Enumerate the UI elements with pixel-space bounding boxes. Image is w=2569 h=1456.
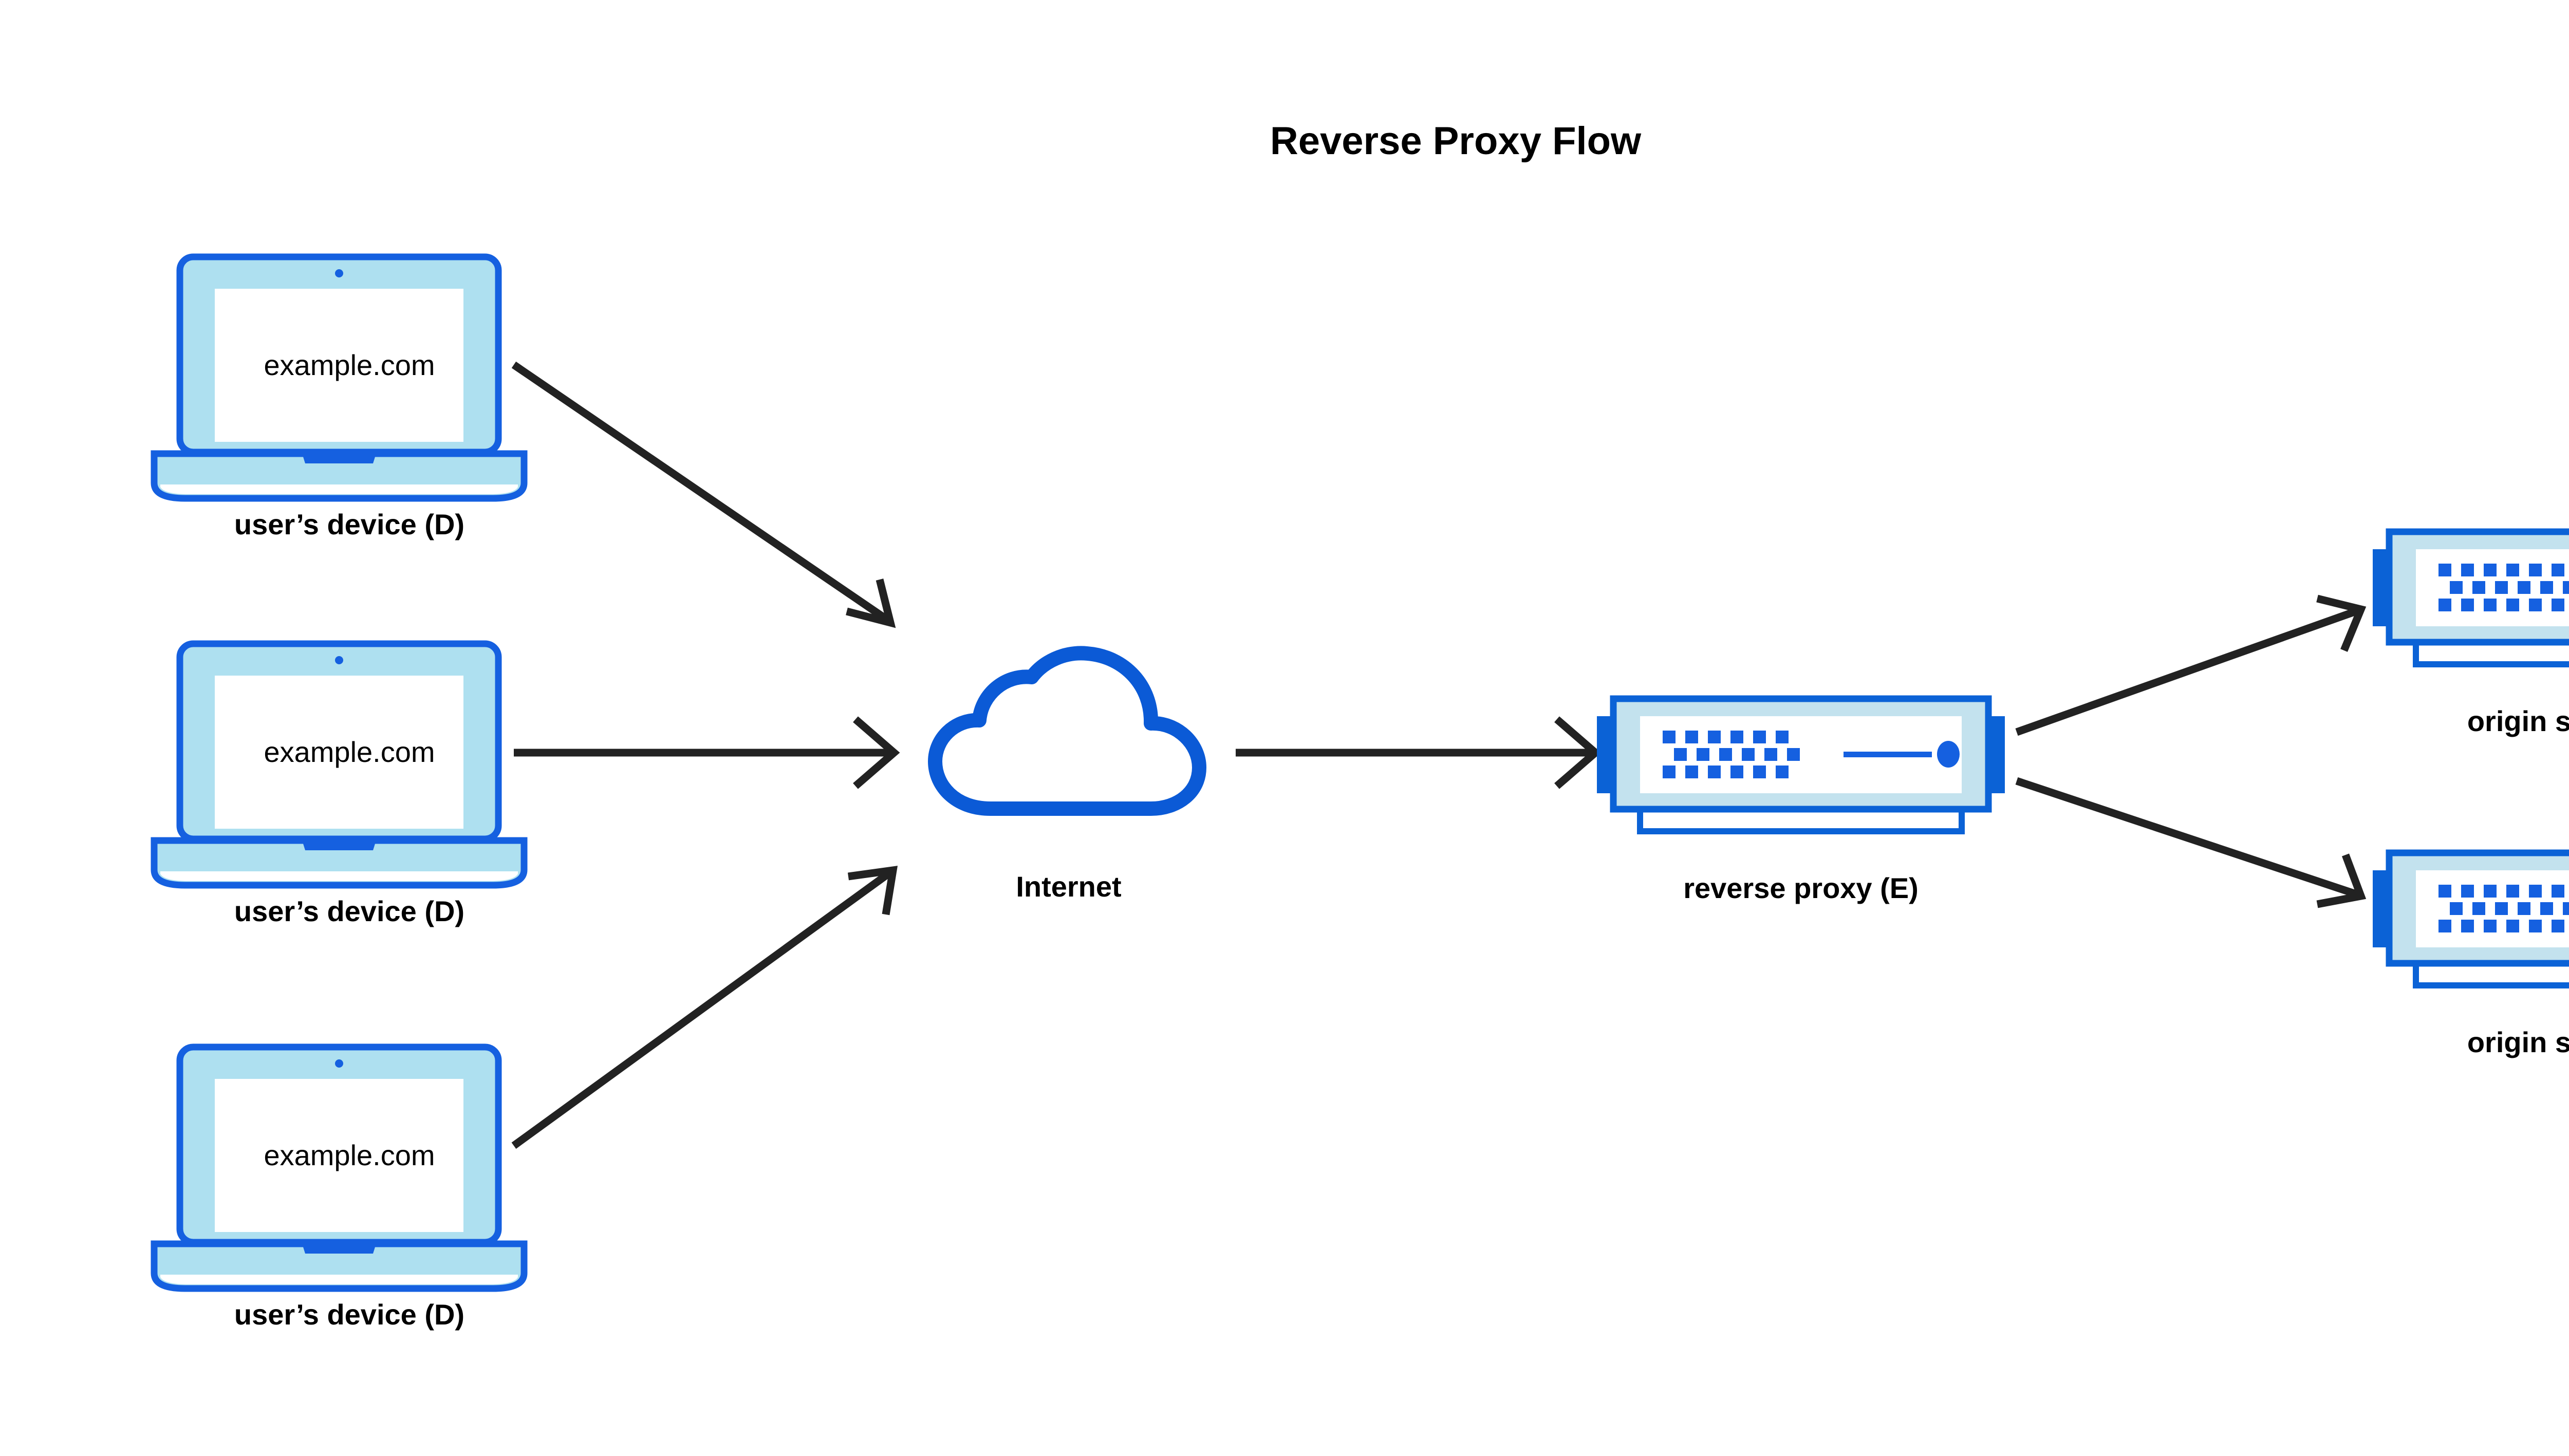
origin-server-1-label: origin server (F) [2467,705,2569,737]
server-icon [2373,532,2569,664]
cloud-icon [935,653,1199,809]
node-user-device-1[interactable]: example.com user’s device (D) [154,257,524,540]
edge-device1-to-cloud [511,361,896,628]
node-origin-server-1[interactable]: origin server (F) [2373,532,2569,737]
device-1-label: user’s device (D) [234,508,464,540]
node-user-device-3[interactable]: example.com user’s device (D) [154,1047,524,1331]
node-reverse-proxy[interactable]: reverse proxy (E) [1597,699,2005,904]
node-user-device-2[interactable]: example.com user’s device (D) [154,644,524,927]
device-1-screen-url: example.com [264,349,435,381]
edges-group [511,361,2367,1149]
reverse-proxy-label: reverse proxy (E) [1683,872,1919,904]
edge-proxy-to-origin2 [2015,777,2367,908]
device-3-label: user’s device (D) [234,1298,464,1331]
cloud-label: Internet [1016,870,1121,903]
device-2-label: user’s device (D) [234,895,464,927]
server-icon [1597,699,2005,831]
edge-proxy-to-origin1 [2015,594,2367,736]
edge-cloud-to-proxy [1236,716,1602,789]
device-2-screen-url: example.com [264,736,435,768]
page-title: Reverse Proxy Flow [1270,119,1642,163]
device-3-screen-url: example.com [264,1139,435,1171]
node-origin-server-2[interactable]: origin server (F) [2373,853,2569,1058]
origin-server-2-label: origin server (F) [2467,1026,2569,1058]
edge-device3-to-cloud [511,866,898,1149]
node-internet-cloud[interactable]: Internet [935,653,1199,903]
edge-device2-to-cloud [514,716,900,789]
server-icon [2373,853,2569,985]
